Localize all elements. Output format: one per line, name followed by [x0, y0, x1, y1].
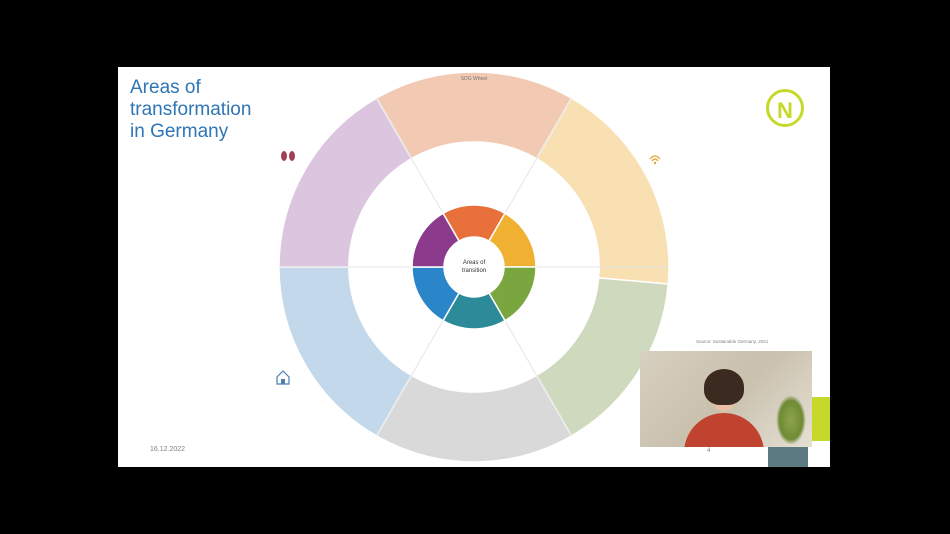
house-icon [276, 370, 290, 385]
inner-ring [411, 204, 537, 330]
wheel-divider-0 [376, 97, 444, 214]
slide-date: 16.12.2022 [150, 446, 186, 453]
wheel-divider-3 [504, 320, 572, 437]
accent-block [768, 447, 808, 467]
wifi-signal-icon [649, 155, 661, 165]
accent-bar [808, 397, 830, 441]
plant [776, 395, 806, 445]
wheel-divider-4 [376, 320, 444, 437]
webcam-overlay [640, 351, 812, 447]
logo: N [766, 89, 804, 127]
center-label-2: transition [462, 268, 486, 274]
title-line-2: transformation [130, 99, 252, 120]
outer-ring [278, 71, 670, 463]
slide: Areas of transformation in Germany N Are… [118, 67, 830, 467]
transformation-wheel: Areas of transition SDG Wheel [276, 71, 670, 463]
center-circle [444, 237, 504, 297]
presenter-hair [704, 369, 744, 405]
center-label-1: Areas of [463, 260, 486, 266]
slide-title: Areas of transformation in Germany [130, 77, 290, 143]
title-line-1: Areas of [130, 77, 201, 98]
people-icon [281, 151, 295, 161]
title-line-3: in Germany [130, 121, 229, 142]
presenter-body [684, 413, 764, 447]
outer-top-label: SDG Wheel [461, 76, 487, 82]
page-number: 4 [707, 448, 711, 454]
source-note: Source: Sustainable Germany, 2021 [696, 339, 769, 344]
wheel-divider-1 [504, 97, 572, 214]
